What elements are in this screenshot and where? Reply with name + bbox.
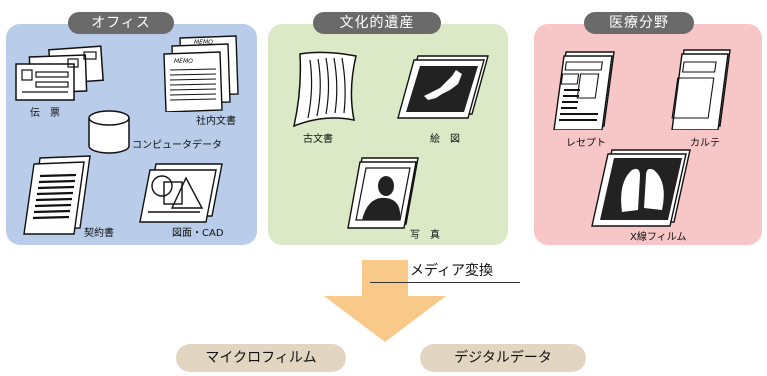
medical-title: 医療分野 — [584, 12, 694, 34]
komonjo-label: 古文書 — [303, 134, 333, 145]
receipt-icon — [553, 51, 615, 130]
karte-label: カルテ — [690, 138, 720, 149]
memo-text-front: MEMO — [174, 58, 193, 65]
photo-icon — [347, 157, 419, 229]
old-document-icon — [292, 51, 357, 128]
karte-icon — [671, 49, 731, 130]
map-picture-icon — [397, 55, 489, 119]
media-conversion-label: メディア変換 — [410, 263, 494, 279]
conversion-arrow-icon — [324, 260, 446, 342]
xray-label: X線フィルム — [630, 232, 687, 243]
forms-icon — [15, 45, 104, 101]
receipt-label: レセプト — [566, 138, 606, 149]
cad-drawing-icon — [139, 163, 223, 223]
ezu-label: 絵 図 — [430, 134, 460, 145]
digital-data-output: デジタルデータ — [420, 344, 586, 372]
xray-film-icon — [591, 149, 691, 227]
denpyo-label: 伝 票 — [30, 108, 60, 119]
keiyaku-label: 契約書 — [84, 228, 114, 239]
computer-data-label: コンピュータデータ — [132, 140, 222, 151]
media-conversion-underline — [370, 282, 520, 283]
culture-title: 文化的遺産 — [313, 12, 441, 34]
contract-icon — [23, 155, 91, 235]
office-title: オフィス — [68, 12, 174, 34]
microfilm-output: マイクロフィルム — [176, 344, 346, 372]
shanai-label: 社内文書 — [196, 116, 236, 127]
memo-text-back: MEMO — [194, 39, 213, 46]
shashin-label: 写 真 — [410, 230, 440, 241]
database-icon — [88, 110, 130, 154]
zumen-label: 図面・CAD — [172, 228, 224, 239]
memo-documents-icon: MEMO MEMO — [163, 35, 239, 112]
